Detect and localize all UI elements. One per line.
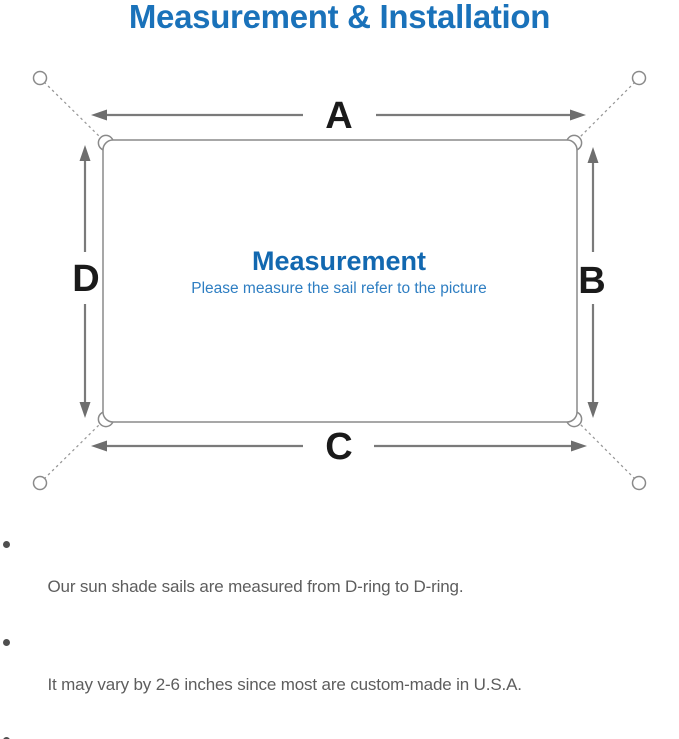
dimension-label-c: C [325, 426, 352, 468]
anchor-points [32, 70, 647, 491]
arrow-d-bottom-head-icon [79, 402, 91, 418]
list-item: When selecting the dimensions, subtract … [0, 730, 679, 739]
arrow-d-top-head-icon [79, 145, 91, 161]
arrow-a-right-head-icon [570, 109, 586, 121]
note-text: Our sun shade sails are measured from D-… [47, 577, 464, 596]
dimension-label-d: D [72, 258, 99, 300]
rope-bottom-right [579, 423, 636, 480]
bullet-icon [3, 639, 10, 646]
dimension-label-b: B [578, 260, 605, 302]
measurement-diagram: A B C D Measurement Please measure the s… [32, 70, 647, 491]
corner-rope-lines [43, 81, 636, 480]
list-item: It may vary by 2-6 inches since most are… [0, 632, 679, 716]
notes-list: Our sun shade sails are measured from D-… [0, 534, 679, 739]
arrow-c-right-head-icon [571, 440, 587, 452]
arrow-c-left-head-icon [91, 440, 107, 452]
arrow-b-top-head-icon [587, 147, 599, 163]
rope-top-right [579, 81, 636, 138]
anchor-bottom-left-icon [32, 475, 48, 491]
note-text: It may vary by 2-6 inches since most are… [47, 675, 522, 694]
anchor-top-right-icon [631, 70, 647, 86]
rope-top-left [43, 81, 101, 138]
anchor-top-left-icon [32, 70, 48, 86]
page-title: Measurement & Installation [128, 0, 551, 35]
diagram-center-title: Measurement [252, 246, 426, 276]
dimension-arrows [79, 109, 599, 452]
bullet-icon [3, 737, 10, 739]
anchor-bottom-right-icon [631, 475, 647, 491]
diagram-center-subtitle: Please measure the sail refer to the pic… [191, 280, 487, 297]
dimension-label-a: A [325, 95, 352, 137]
arrow-a-left-head-icon [91, 109, 107, 121]
bullet-icon [3, 541, 10, 548]
rope-bottom-left [43, 423, 101, 480]
arrow-b-bottom-head-icon [587, 402, 599, 418]
sail-rectangle [102, 139, 578, 423]
list-item: Our sun shade sails are measured from D-… [0, 534, 679, 618]
